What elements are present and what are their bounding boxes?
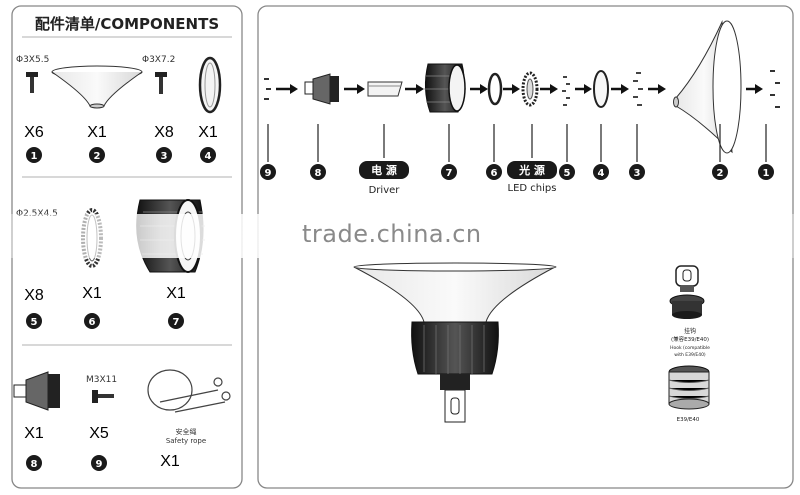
led-label: 光 源 LED chips — [507, 161, 557, 194]
part-9-qty: X5 — [89, 425, 109, 442]
arrow-icon — [405, 84, 424, 94]
seq-badge-5: 5 — [559, 164, 575, 180]
screws-9 — [264, 78, 271, 100]
screw-icon — [155, 72, 167, 94]
gasket-part — [487, 72, 503, 106]
seq-badge-6: 6 — [486, 164, 502, 180]
svg-text:9: 9 — [96, 459, 103, 470]
svg-text:电 源: 电 源 — [371, 163, 397, 177]
hook-socket-part — [304, 73, 339, 105]
badge-5: 5 — [26, 313, 42, 329]
svg-text:7: 7 — [173, 317, 180, 328]
seq-badge-1: 1 — [758, 164, 774, 180]
svg-text:6: 6 — [89, 317, 96, 328]
svg-text:4: 4 — [205, 151, 212, 162]
svg-text:8: 8 — [315, 168, 322, 179]
seq-badge-7: 7 — [441, 164, 457, 180]
arrow-icon — [503, 84, 520, 94]
seq-badge-8: 8 — [310, 164, 326, 180]
part-6-qty: X1 — [82, 285, 102, 302]
arrow-icon — [575, 84, 592, 94]
svg-text:4: 4 — [598, 168, 605, 179]
badge-8: 8 — [26, 455, 42, 471]
svg-text:1: 1 — [31, 151, 38, 162]
svg-text:2: 2 — [717, 168, 724, 179]
seq-badge-2: 2 — [712, 164, 728, 180]
part-5-qty: X8 — [24, 287, 44, 304]
svg-text:Driver: Driver — [369, 185, 401, 196]
part-7-qty: X1 — [166, 285, 186, 302]
arrow-icon — [276, 84, 298, 94]
part-3-size: Φ3X7.2 — [142, 55, 175, 65]
seq-badge-9: 9 — [260, 164, 276, 180]
led-chip-part — [521, 71, 539, 107]
part-4-qty: X1 — [198, 124, 218, 141]
socket-adapter — [668, 365, 710, 410]
badge-4: 4 — [200, 147, 216, 163]
lens-part — [593, 70, 609, 108]
lens-ring-icon — [198, 56, 222, 114]
svg-text:LED chips: LED chips — [508, 183, 557, 194]
badge-3: 3 — [156, 147, 172, 163]
part-9-size: M3X11 — [86, 375, 117, 385]
hook-socket-icon — [13, 371, 60, 411]
socket-label: E39/E40 — [677, 417, 700, 423]
svg-text:光 源: 光 源 — [518, 163, 545, 177]
screw-icon — [26, 72, 38, 93]
part-1-qty: X6 — [24, 124, 44, 141]
svg-text:6: 6 — [491, 168, 498, 179]
reflector-part — [673, 20, 742, 154]
watermark-text: trade.china.cn — [302, 220, 482, 248]
hook-adapter — [669, 265, 705, 319]
badge-9: 9 — [91, 455, 107, 471]
seq-badge-3: 3 — [629, 164, 645, 180]
driver-part — [367, 81, 403, 97]
heatsink-part — [424, 63, 466, 113]
safety-rope-label-en: Safety rope — [166, 437, 206, 445]
reflector-icon — [51, 65, 143, 109]
watermark-band: trade.china.cn — [0, 214, 800, 258]
components-title: 配件清单/COMPONENTS — [35, 15, 219, 33]
svg-text:9: 9 — [265, 168, 272, 179]
part-8-qty: X1 — [24, 425, 44, 442]
svg-text:7: 7 — [446, 168, 453, 179]
seq-badge-4: 4 — [593, 164, 609, 180]
leader-lines — [267, 124, 767, 162]
hook-label-cn2: (兼容E39/E40) — [671, 335, 709, 343]
arrow-icon — [648, 84, 666, 94]
hook-label-en-1: Hook (compatible — [670, 345, 710, 351]
rope-qty: X1 — [160, 453, 180, 470]
screws-5 — [562, 76, 570, 106]
arrow-icon — [540, 84, 558, 94]
arrow-icon — [344, 84, 365, 94]
svg-text:3: 3 — [634, 168, 641, 179]
svg-text:1: 1 — [763, 168, 770, 179]
part-1-size: Φ3X5.5 — [16, 55, 49, 65]
hook-label-en-2: with E39/E40) — [674, 352, 706, 358]
part-2-qty: X1 — [87, 124, 107, 141]
arrow-icon — [611, 84, 629, 94]
badge-2: 2 — [89, 147, 105, 163]
safety-rope-label-cn: 安全绳 — [176, 427, 197, 436]
badge-6: 6 — [84, 313, 100, 329]
badge-1: 1 — [26, 147, 42, 163]
badge-7: 7 — [168, 313, 184, 329]
screws-1 — [770, 70, 780, 108]
svg-text:5: 5 — [564, 168, 571, 179]
svg-text:8: 8 — [31, 459, 38, 470]
screws-3 — [633, 72, 643, 106]
arrow-icon — [746, 84, 763, 94]
assembled-lamp — [353, 262, 557, 423]
svg-text:3: 3 — [161, 151, 168, 162]
svg-text:5: 5 — [31, 317, 38, 328]
safety-rope-icon — [147, 369, 231, 413]
screw-icon — [92, 390, 114, 403]
svg-text:2: 2 — [94, 151, 101, 162]
driver-label: 电 源 Driver — [359, 161, 409, 196]
arrow-icon — [470, 84, 488, 94]
part-3-qty: X8 — [154, 124, 174, 141]
hook-label-cn: 挂钩 — [684, 327, 696, 335]
